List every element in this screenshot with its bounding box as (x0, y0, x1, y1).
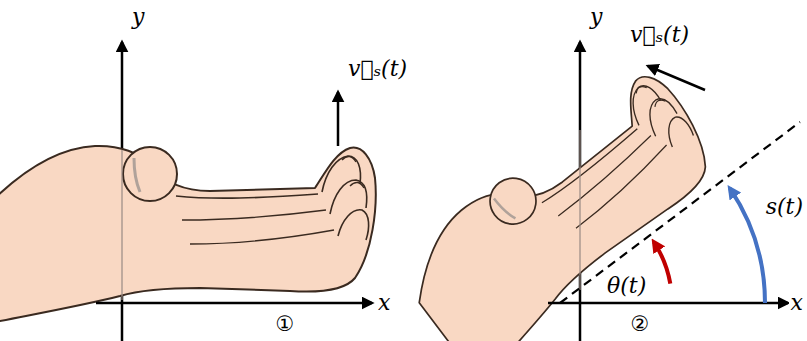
y-axis-through-hand (121, 150, 123, 300)
x-axis (548, 302, 788, 305)
math-label: v⃗ₛ(t) (628, 24, 691, 46)
panel-number: ① (274, 314, 297, 335)
y-axis (121, 42, 124, 341)
velocity-arrow (337, 92, 340, 146)
math-label: θ(t) (605, 275, 648, 297)
hand-flexed (390, 67, 742, 341)
math-label: x (789, 292, 805, 314)
panel-number: ② (629, 314, 652, 335)
hand-flat (0, 146, 376, 323)
y-axis-through-hand (579, 130, 581, 290)
y-axis (579, 42, 582, 341)
math-label: y (130, 6, 146, 28)
math-label: v⃗ₛ(t) (346, 58, 409, 80)
math-label: y (588, 6, 604, 28)
math-label: x (376, 292, 392, 314)
velocity-arrow (648, 66, 705, 90)
math-label: s(t) (764, 196, 805, 218)
angle-arc (654, 242, 670, 284)
x-axis (96, 302, 372, 305)
arc-length-arc (730, 188, 765, 303)
